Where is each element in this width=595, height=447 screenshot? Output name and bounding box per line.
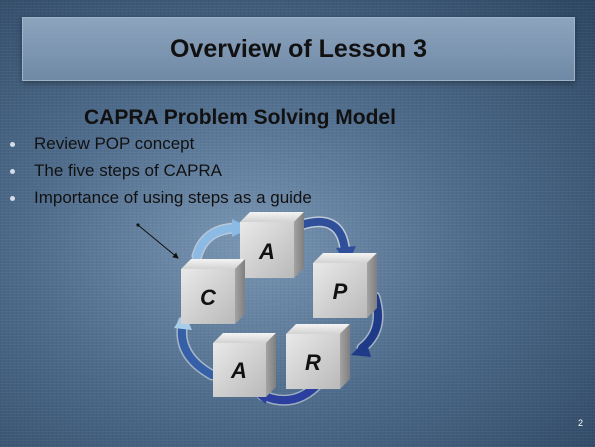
- slide-number: 2: [578, 418, 584, 428]
- bullet-dot: [10, 169, 15, 174]
- cube-r: R: [286, 324, 350, 389]
- cube-p: P: [313, 253, 377, 318]
- title-box: Overview of Lesson 3: [22, 17, 575, 81]
- bullet-dot: [10, 142, 15, 147]
- bullet-dot: [10, 196, 15, 201]
- slide-title: Overview of Lesson 3: [169, 35, 428, 63]
- cube-label: A: [230, 358, 247, 383]
- cube-c: C: [181, 259, 245, 324]
- cube-label: P: [333, 279, 348, 304]
- pointer-arrow: [137, 224, 179, 259]
- bullet-text: Importance of using steps as a guide: [34, 188, 312, 207]
- bullet-text: The five steps of CAPRA: [34, 161, 223, 180]
- pointer-dot: [136, 223, 140, 227]
- cube-label: C: [200, 285, 217, 310]
- slide-subtitle: CAPRA Problem Solving Model: [84, 106, 396, 129]
- bullet-text: Review POP concept: [34, 134, 195, 153]
- cube-a-top: A: [240, 212, 304, 278]
- cube-a-bottom: A: [213, 333, 276, 397]
- cube-label: A: [258, 239, 275, 264]
- cube-label: R: [305, 350, 321, 375]
